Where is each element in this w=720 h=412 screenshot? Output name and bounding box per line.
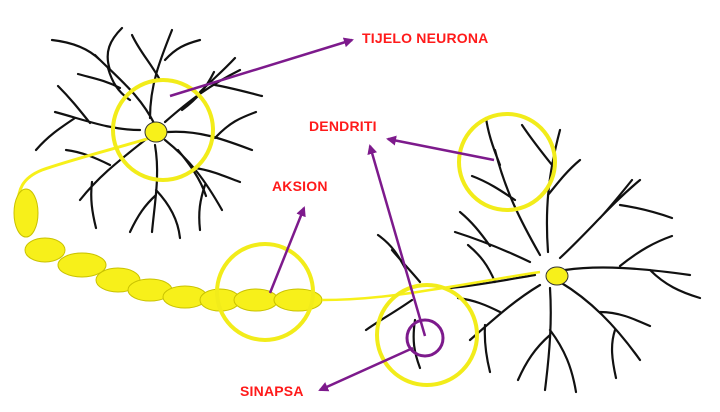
pointer-arrows (170, 40, 494, 390)
label-dendrites: DENDRITI (309, 118, 377, 134)
label-cell-body: TIJELO NEURONA (362, 30, 488, 46)
label-axon: AKSION (272, 178, 328, 194)
right-neuron-dendrites (366, 118, 700, 392)
label-synapse: SINAPSA (240, 383, 304, 399)
axon-myelin-sheath (14, 138, 540, 311)
